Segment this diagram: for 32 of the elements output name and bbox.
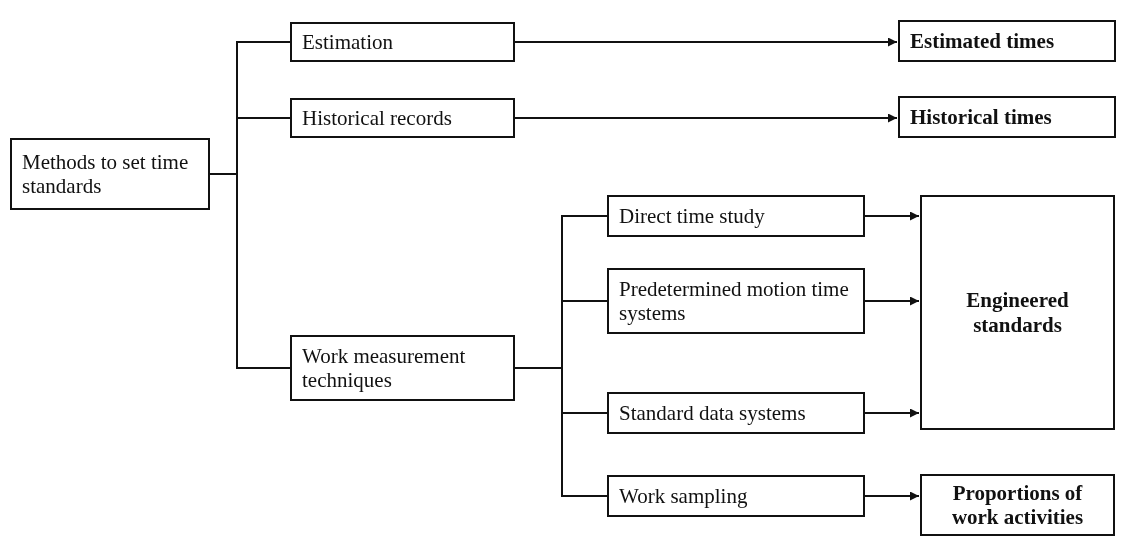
box-label: Direct time study [619, 203, 765, 229]
process-box [607, 268, 865, 334]
process-box [290, 22, 515, 62]
arrow [864, 491, 920, 501]
process-box [607, 392, 865, 434]
process-box [10, 138, 210, 210]
process-box [607, 475, 865, 517]
process-box [920, 474, 1115, 536]
connector-line [209, 173, 291, 369]
box-label: Proportions of work activities [950, 480, 1085, 530]
process-box [898, 20, 1116, 62]
process-box [898, 96, 1116, 138]
arrow [514, 113, 898, 123]
arrow [514, 37, 898, 47]
box-label: Work measurement techniques [302, 343, 467, 393]
process-box [607, 195, 865, 237]
box-label: Historical times [910, 104, 1052, 130]
arrow [864, 408, 920, 418]
box-label: Historical records [302, 105, 452, 131]
box-label: Predetermined motion time systems [619, 276, 850, 326]
box-label: Estimated times [910, 28, 1055, 54]
process-box [920, 195, 1115, 430]
box-label: Engineered standards [965, 288, 1070, 337]
box-label: Methods to set time standards [22, 149, 190, 199]
process-box [290, 335, 515, 401]
arrow [864, 211, 920, 221]
connector-line [514, 367, 608, 497]
box-label: Work sampling [619, 483, 748, 509]
arrow [864, 296, 920, 306]
box-label: Estimation [302, 29, 393, 55]
box-label: Standard data systems [619, 400, 806, 426]
process-box [290, 98, 515, 138]
